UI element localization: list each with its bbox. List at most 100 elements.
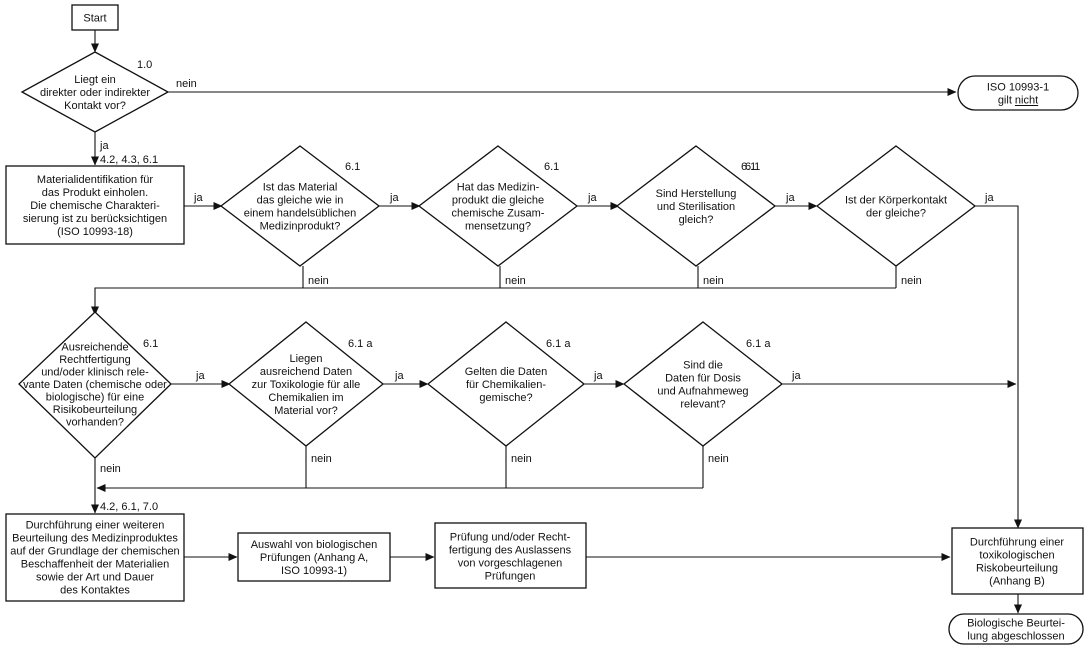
mat-line-1: das Produkt einholen.	[42, 187, 148, 199]
process-testing-or-justification: Prüfung und/oder Recht-fertigung des Aus…	[434, 522, 587, 589]
q2-line-2: einem handelsüblichen	[244, 208, 357, 220]
label-q6-no: nein	[100, 463, 121, 475]
tox-line-2: Riskobeurteilung	[976, 563, 1058, 575]
p1-line-1: Beurteilung des Medizinproduktes	[12, 533, 178, 545]
q8-line-2: gemische?	[479, 392, 532, 404]
p1-line-5: des Kontaktes	[60, 585, 130, 597]
label-q5-yes: ja	[984, 192, 994, 204]
q7-line-4: Material vor?	[274, 405, 338, 417]
q1-line-0: Liegt ein	[74, 74, 116, 86]
tox-line-1: toxikologischen	[979, 550, 1054, 562]
label-q2-yes: ja	[389, 192, 399, 204]
q2-line-3: Medizinprodukt?	[260, 221, 341, 233]
q6-line-4: biologische) für eine	[46, 392, 144, 404]
p3-line-2: von vorgeschlagenen	[458, 558, 563, 570]
q4-line-2: gleich?	[679, 214, 714, 226]
q9-line-1: Daten für Dosis	[665, 373, 741, 385]
decision-same-composition-ref: 6.1	[544, 161, 559, 173]
process-testing-or-justification-text: Prüfung und/oder Recht-fertigung des Aus…	[449, 532, 572, 583]
q9-line-3: relevant?	[680, 399, 725, 411]
q9-line-2: und Aufnahmeweg	[657, 386, 748, 398]
label-q5-clause: 6.1	[745, 161, 760, 173]
p1-line-2: auf der Grundlage der chemischen	[10, 546, 179, 558]
start-label: Start	[83, 13, 106, 25]
decision-same-manufacturing-ref: 6.1	[741, 161, 756, 173]
label-clause-evaluation: 4.2, 6.1, 7.0	[100, 501, 158, 513]
label-q3-no: nein	[505, 275, 526, 287]
label-q6-yes: ja	[195, 370, 205, 382]
end-line-1: lung abgeschlossen	[967, 631, 1064, 643]
decision-direct-contact-ref: 1.0	[137, 59, 152, 71]
label-q5-no: nein	[901, 275, 922, 287]
q3-line-2: chemische Zusam-	[452, 208, 545, 220]
q7-line-3: Chemikalien im	[268, 392, 343, 404]
q9-line-0: Sind die	[683, 360, 723, 372]
q1-line-2: Kontakt vor?	[64, 100, 126, 112]
q2-line-1: das gleiche wie in	[257, 195, 344, 207]
mat-line-3: sierung ist zu berücksichtigen	[23, 213, 167, 225]
decision-mixture-data-ref: 6.1 a	[546, 338, 571, 350]
q4-line-0: Sind Herstellung	[656, 188, 737, 200]
label-clause-material: 4.2, 4.3, 6.1	[100, 154, 158, 166]
label-q1-yes: ja	[99, 140, 109, 152]
iso_na-line-1: gilt nicht	[998, 95, 1038, 107]
edge-q5-yes-tox	[975, 205, 1022, 529]
label-material-yes: ja	[193, 192, 203, 204]
label-q2-no: nein	[308, 275, 329, 287]
p2-line-2: ISO 10993-1)	[281, 565, 347, 577]
p2-line-1: Prüfungen (Anhang A,	[260, 552, 368, 564]
p3-line-3: Prüfungen	[485, 571, 536, 583]
edge-no-merge-row1	[91, 287, 896, 316]
mat-line-2: Die chemische Charakteri-	[30, 200, 160, 212]
edge-labels: nein ja 4.2, 4.3, 6.1 ja ja ja ja ja 6.1…	[99, 78, 994, 513]
p1-line-0: Durchführung einer weiteren	[26, 520, 165, 532]
q8-line-1: für Chemikalien-	[466, 379, 546, 391]
q6-line-1: Rechtfertigung	[59, 354, 131, 366]
terminal-evaluation-complete-text: Biologische Beurtei-lung abgeschlossen	[967, 618, 1065, 643]
label-q7-no: nein	[311, 453, 332, 465]
q6-line-2: und/oder klinisch rele-	[41, 367, 149, 379]
q5-line-0: Ist der Körperkontakt	[845, 195, 947, 207]
label-q4-yes: ja	[785, 192, 795, 204]
label-q9-yes: ja	[791, 370, 801, 382]
q8-line-0: Gelten die Daten	[465, 366, 548, 378]
decision-same-material-ref: 6.1	[345, 161, 360, 173]
tox-line-0: Durchführung einer	[970, 537, 1065, 549]
terminal-evaluation-complete: Biologische Beurtei-lung abgeschlossen	[948, 613, 1084, 645]
label-q4-no: nein	[703, 275, 724, 287]
label-q8-no: nein	[511, 453, 532, 465]
decision-dose-route-data-ref: 6.1 a	[746, 338, 771, 350]
q3-line-1: produkt die gleiche	[452, 195, 544, 207]
decision-toxicology-data-ref: 6.1 a	[348, 338, 373, 350]
q3-line-3: mensetzung?	[465, 221, 531, 233]
q6-line-3: vante Daten (chemische oder	[23, 379, 167, 391]
p3-line-0: Prüfung und/oder Recht-	[450, 532, 571, 544]
p2-line-0: Auswahl von biologischen	[251, 539, 378, 551]
mat-line-4: (ISO 10993-18)	[57, 226, 133, 238]
p1-line-4: sowie der Art und Dauer	[36, 572, 154, 584]
p3-line-1: fertigung des Auslassens	[449, 545, 572, 557]
